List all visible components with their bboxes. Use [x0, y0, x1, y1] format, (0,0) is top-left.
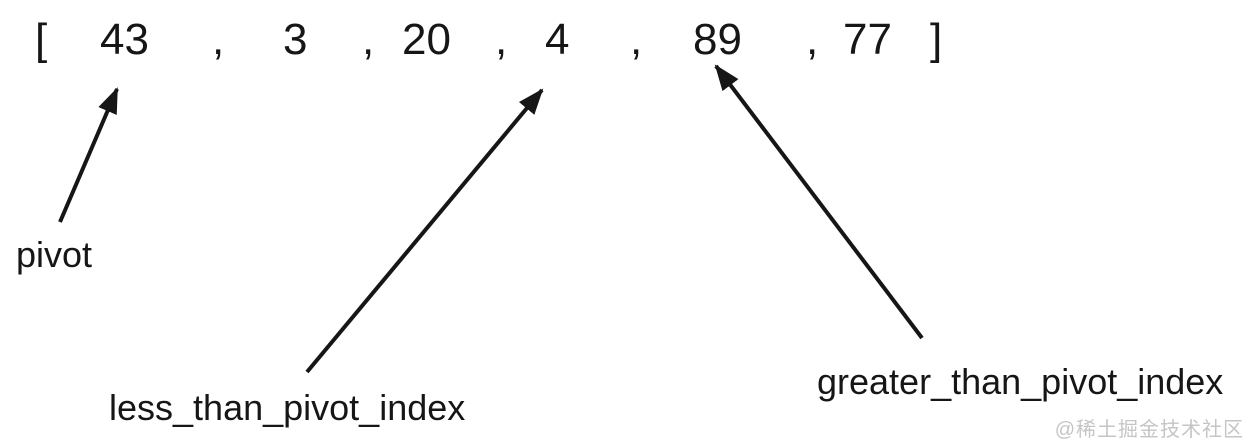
array-value-4: 89	[693, 15, 742, 64]
greater-than-pivot-index-arrow	[714, 64, 924, 340]
watermark: @稀土掘金技术社区	[1054, 419, 1244, 441]
less-than-pivot-index-label: less_than_pivot_index	[109, 387, 466, 428]
array-open-bracket: [	[35, 15, 48, 64]
pivot-arrow	[58, 87, 119, 223]
array-comma-0: ,	[212, 15, 225, 64]
array-value-0: 43	[100, 15, 149, 64]
array-comma-1: ,	[362, 15, 375, 64]
array-value-1: 3	[283, 15, 308, 64]
array-value-5: 77	[843, 15, 892, 64]
pivot-label: pivot	[16, 234, 93, 275]
array-value-3: 4	[545, 15, 570, 64]
greater-than-pivot-index-label: greater_than_pivot_index	[817, 361, 1224, 402]
array-value-2: 20	[402, 15, 451, 64]
less-than-pivot-index-arrow	[305, 88, 544, 374]
array-close-bracket: ]	[930, 15, 943, 64]
array-comma-3: ,	[630, 15, 643, 64]
array-comma-2: ,	[495, 15, 508, 64]
array-comma-4: ,	[806, 15, 819, 64]
